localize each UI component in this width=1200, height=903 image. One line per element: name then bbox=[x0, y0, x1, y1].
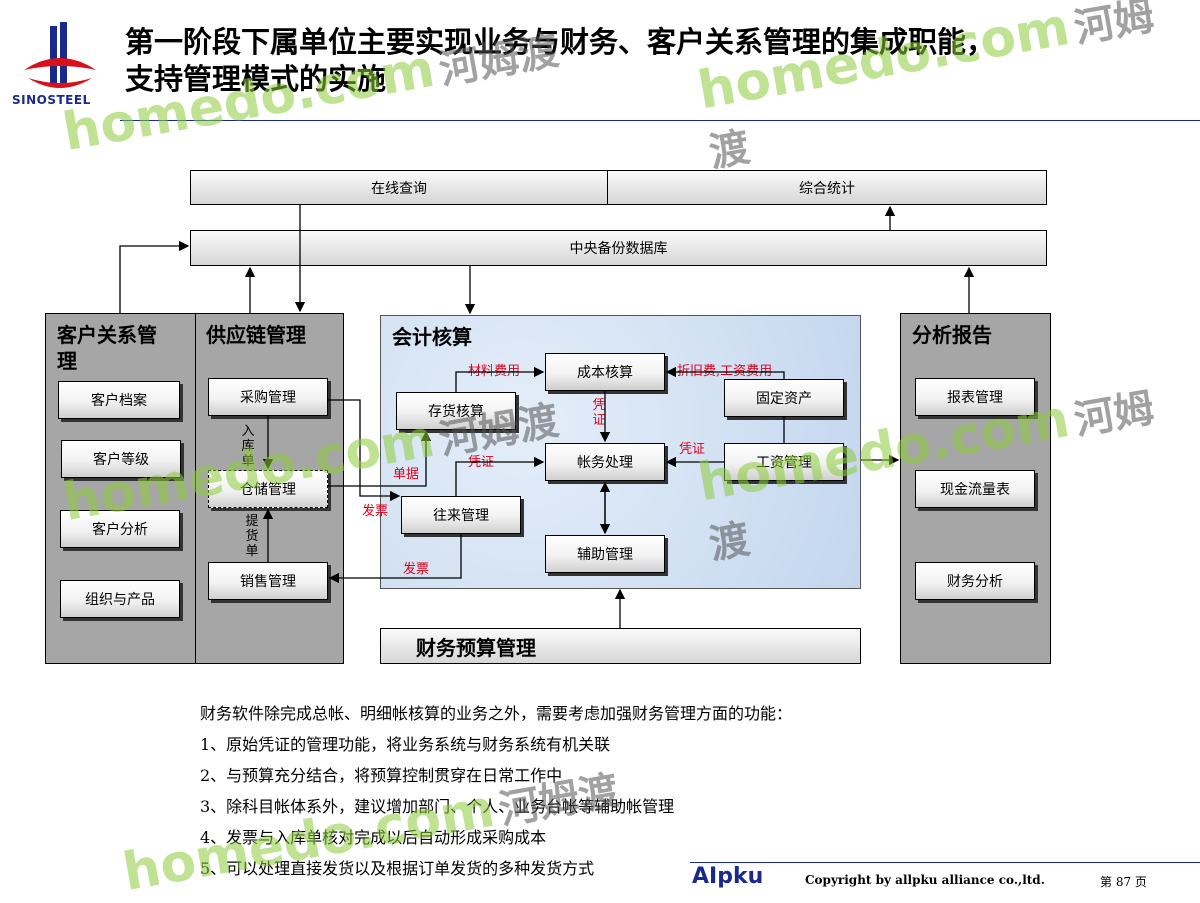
page-title: 第一阶段下属单位主要实现业务与财务、客户关系管理的集成职能， 支持管理模式的实施 bbox=[125, 24, 995, 98]
label-document: 单据 bbox=[393, 467, 420, 482]
title-line-1: 第一阶段下属单位主要实现业务与财务、客户关系管理的集成职能， bbox=[125, 25, 996, 59]
note-item: 3、除科目帐体系外，建议增加部门、个人、业务台帐等辅助帐管理 bbox=[200, 797, 675, 816]
crm-title: 客户关系管理 bbox=[57, 323, 157, 373]
crm-item-customer-analysis: 客户分析 bbox=[60, 510, 180, 548]
scm-item-sales: 销售管理 bbox=[208, 562, 328, 600]
report-title: 分析报告 bbox=[912, 323, 992, 347]
note-intro: 财务软件除完成总帐、明细帐核算的业务之外，需要考虑加强财务管理方面的功能： bbox=[200, 704, 793, 723]
accounting-title: 会计核算 bbox=[392, 325, 472, 349]
top-bar-left: 在线查询 bbox=[190, 170, 608, 205]
acct-ledger-box: 帐务处理 bbox=[545, 443, 665, 481]
label-invoice-1: 发票 bbox=[362, 504, 389, 519]
footer-copyright: Copyright by allpku alliance co.,ltd. bbox=[805, 873, 1045, 887]
title-line-2: 支持管理模式的实施 bbox=[125, 62, 387, 96]
label-invoice-2: 发票 bbox=[403, 562, 430, 577]
label-pick-slip: 提货单 bbox=[245, 514, 259, 559]
note-item: 5、可以处理直接发货以及根据订单发货的多种发货方式 bbox=[200, 859, 595, 878]
label-voucher-vertical: 凭证 bbox=[592, 398, 606, 428]
acct-payroll-box: 工资管理 bbox=[724, 443, 844, 481]
report-item-analysis: 财务分析 bbox=[915, 562, 1035, 600]
scm-title: 供应链管理 bbox=[206, 323, 306, 347]
label-voucher-right: 凭证 bbox=[679, 442, 706, 457]
report-item-reports: 报表管理 bbox=[915, 378, 1035, 416]
notes-list: 财务软件除完成总帐、明细帐核算的业务之外，需要考虑加强财务管理方面的功能： 1、… bbox=[200, 698, 792, 884]
crm-item-customer-level: 客户等级 bbox=[61, 440, 181, 478]
label-in-warehouse: 入库单 bbox=[241, 424, 255, 469]
crm-item-org-product: 组织与产品 bbox=[60, 580, 180, 618]
footer-page-number: 第 87 页 bbox=[1100, 875, 1147, 889]
budget-label: 财务预算管理 bbox=[416, 635, 536, 660]
title-divider bbox=[120, 120, 1200, 121]
acct-inventory-box: 存货核算 bbox=[396, 392, 516, 430]
scm-item-purchase: 采购管理 bbox=[208, 378, 328, 416]
scm-item-warehouse: 仓储管理 bbox=[208, 470, 328, 508]
acct-aux-box: 辅助管理 bbox=[545, 535, 665, 573]
acct-cost-box: 成本核算 bbox=[545, 353, 665, 391]
note-item: 4、发票与入库单核对完成以后自动形成采购成本 bbox=[200, 828, 547, 847]
acct-fixed-assets-box: 固定资产 bbox=[724, 379, 844, 417]
report-item-cashflow: 现金流量表 bbox=[915, 470, 1035, 508]
acct-arap-box: 往来管理 bbox=[401, 496, 521, 534]
logo-text: SINOSTEEL bbox=[12, 93, 91, 107]
crm-item-customer-file: 客户档案 bbox=[58, 381, 180, 419]
top-bar-right: 综合统计 bbox=[607, 170, 1047, 205]
budget-bar: 财务预算管理 bbox=[380, 628, 861, 664]
central-db-bar: 中央备份数据库 bbox=[190, 230, 1047, 266]
footer-line bbox=[690, 862, 1200, 863]
note-item: 2、与预算充分结合，将预算控制贯穿在日常工作中 bbox=[200, 766, 563, 785]
note-item: 1、原始凭证的管理功能，将业务系统与财务系统有机关联 bbox=[200, 735, 611, 754]
footer-brand: AIpku bbox=[692, 864, 764, 889]
sinosteel-logo bbox=[10, 18, 110, 108]
